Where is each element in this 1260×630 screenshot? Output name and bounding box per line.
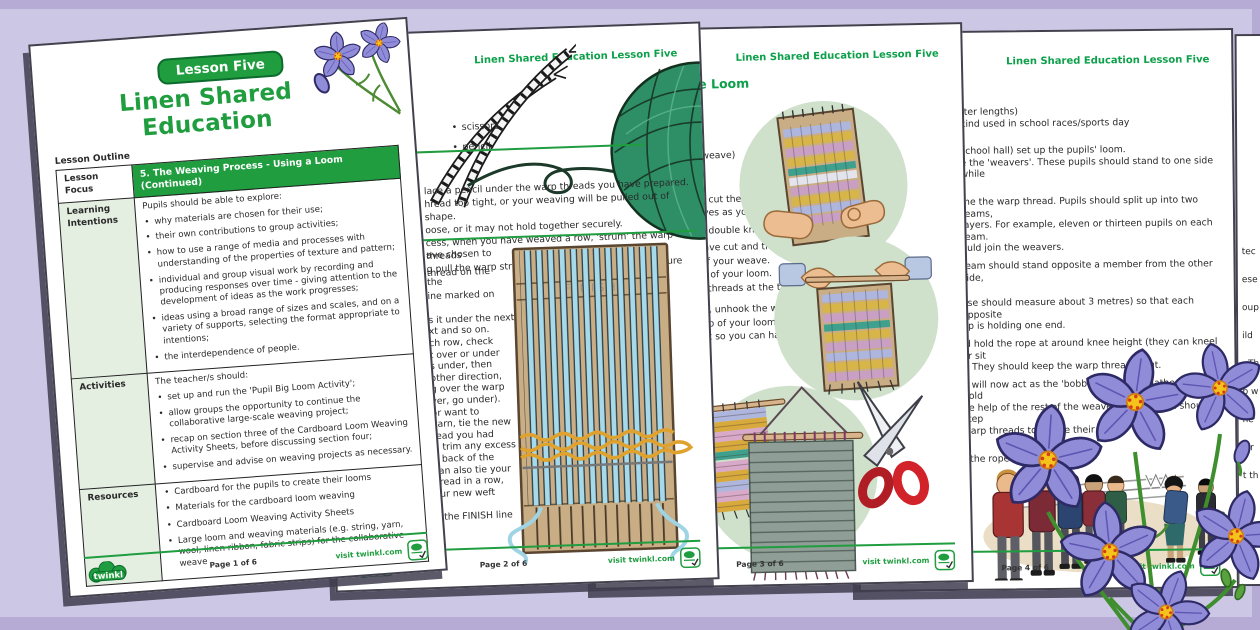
material-item: scissors — [449, 117, 500, 139]
learning-intentions-cell: Pupils should be able to explore: why ma… — [134, 178, 414, 374]
table-row: Learning Intentions Pupils should be abl… — [58, 178, 414, 380]
page4-running-header: Linen Shared Education Lesson Five — [1006, 54, 1210, 68]
page3-running-header: Linen Shared Education Lesson Five — [735, 48, 939, 64]
svg-text:twinkl: twinkl — [93, 570, 123, 582]
activities-bullets: set up and run the 'Pupil Big Loom Activ… — [156, 375, 413, 475]
text-line: ese should measure about 3 metres) so th… — [961, 295, 1195, 321]
cardboard-loom-illustration: FINISH — [507, 242, 694, 565]
text-line: n the FINISH line — [435, 509, 513, 524]
text-line: team should stand opposite a member from… — [961, 258, 1213, 284]
page-footer: twinkl Page 1 of 6 visit twinkl.com — [83, 531, 429, 585]
yarn-thread-illustration — [466, 162, 639, 195]
row-header: Activities — [71, 373, 156, 490]
background-top-edge — [0, 0, 1260, 9]
text-line: up is holding one end. — [962, 320, 1066, 333]
text-line: layers. For example, eleven or thirteen … — [961, 217, 1213, 243]
page-1: Lesson Five Linen Shared Education — [28, 16, 448, 599]
text-line: our new weft — [434, 486, 496, 500]
visit-link: visit twinkl.com — [607, 553, 676, 565]
text-line: kind used in school races/sports day — [959, 116, 1130, 130]
material-item: pencil — [450, 137, 500, 159]
text-fragment: oup — [1241, 303, 1259, 314]
text-line: ave chosen to — [425, 247, 492, 262]
scissors-illustration — [856, 381, 929, 509]
twinkl-logo: twinkl — [88, 560, 127, 583]
flax-flowers-large-illustration — [986, 340, 1260, 630]
flax-flower-icon — [310, 21, 406, 115]
text-line: thread on the — [426, 265, 491, 279]
learning-bullets: why materials are chosen for their use;t… — [143, 199, 405, 364]
hands — [763, 199, 886, 240]
row-header: Lesson Focus — [55, 164, 135, 204]
visit-link: visit twinkl.com — [335, 546, 403, 561]
text-line: me the warp thread. Pupils should split … — [960, 194, 1199, 220]
weaving-hands-bottom-illustration — [774, 236, 939, 401]
text-line: ould join the weavers. — [961, 242, 1065, 255]
activities-cell: The teacher/s should: set up and run the… — [147, 354, 422, 484]
weaving-hands-top-illustration — [739, 101, 908, 270]
text-line: e the 'weavers'. These pupils should sta… — [960, 155, 1214, 181]
lesson-outline-table: Lesson Focus 5. The Weaving Process - Us… — [55, 145, 429, 587]
text-fragment: tec — [1241, 247, 1256, 258]
row-header: Learning Intentions — [58, 198, 148, 380]
background-bottom-edge — [0, 617, 1260, 630]
twinkl-badge-icon — [679, 546, 701, 568]
woven-hanging-right — [742, 386, 864, 581]
text-fragment: ese — [1241, 275, 1258, 286]
page-2: Linen Shared Education Lesson Five — [316, 21, 720, 593]
text-line: ine marked on — [427, 289, 495, 303]
twinkl-badge-icon — [934, 549, 956, 570]
twinkl-badge-icon — [407, 538, 429, 561]
